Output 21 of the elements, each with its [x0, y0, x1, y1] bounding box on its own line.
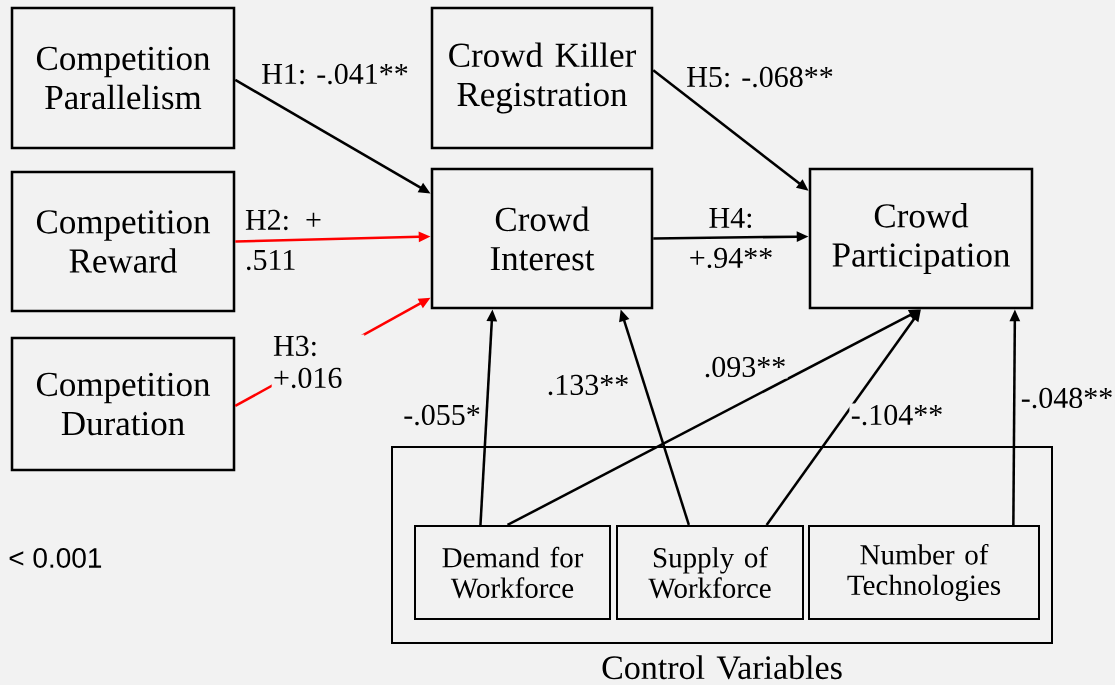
variable-box: Competition Parallelism: [10, 6, 236, 150]
edge-label: H4: +.94**: [690, 207, 772, 269]
edge-label: .093**: [702, 355, 788, 379]
variable-box: Competition Duration: [10, 336, 236, 472]
variable-box: Crowd Interest: [430, 167, 654, 310]
edge-label: H2: + .511: [245, 209, 321, 271]
edge-label: -.104**: [849, 403, 945, 427]
edge-label: H5: -.068**: [684, 65, 836, 89]
variable-box: Number of Technologies: [808, 525, 1040, 620]
variable-box: Crowd Participation: [808, 167, 1034, 310]
edge-label: .133**: [545, 373, 631, 397]
edge-label: -.055*: [401, 403, 483, 427]
node-label: Control Variables: [602, 655, 842, 680]
variable-box: Competition Reward: [10, 170, 236, 313]
variable-box: Supply of Workforce: [616, 525, 804, 620]
variable-box: Demand for Workforce: [414, 525, 611, 620]
edge-label: H1: -.041**: [259, 62, 411, 86]
variable-box: Crowd Killer Registration: [430, 6, 654, 150]
edge-label: -.048**: [1019, 386, 1115, 410]
note-text: < 0.001: [9, 548, 102, 568]
edge-label: H3: +.016: [271, 334, 365, 390]
